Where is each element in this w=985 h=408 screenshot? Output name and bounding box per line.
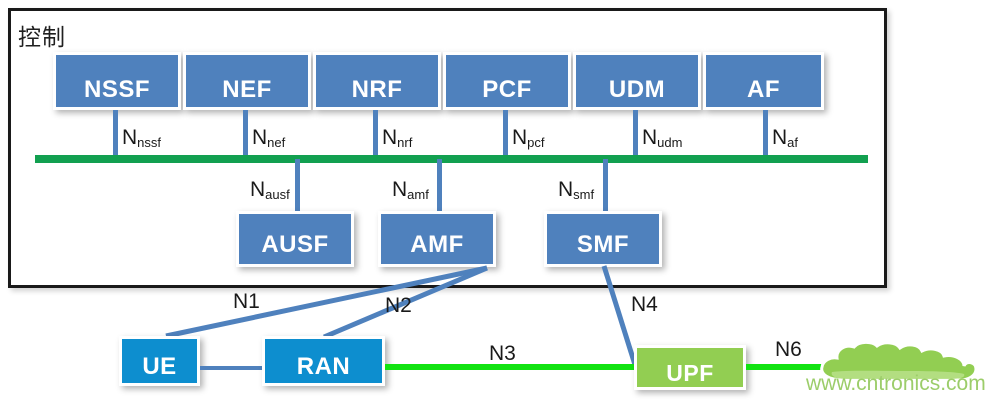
nf-label-pcf: PCF bbox=[482, 76, 532, 103]
nf-box-ausf[interactable]: AUSF bbox=[236, 211, 354, 267]
nf-label-amf: AMF bbox=[410, 231, 464, 258]
link-line-ue-ran bbox=[200, 366, 262, 370]
interface-sub-nnef: nef bbox=[267, 135, 286, 150]
interface-label-nsmf: Nsmf bbox=[558, 178, 594, 202]
stem-npcf bbox=[503, 110, 508, 159]
nf-label-smf: SMF bbox=[576, 231, 630, 258]
nf-box-pcf[interactable]: PCF bbox=[443, 52, 571, 110]
interface-label-nnef: Nnef bbox=[252, 126, 285, 150]
service-based-interface-bus bbox=[35, 155, 868, 163]
nf-label-nssf: NSSF bbox=[83, 76, 150, 103]
interface-label-nnssf: Nnssf bbox=[122, 126, 161, 150]
cloud-shape bbox=[820, 340, 978, 382]
interface-prefix-nausf: N bbox=[250, 178, 266, 201]
nf-box-upf[interactable]: UPF bbox=[634, 345, 746, 390]
interface-sub-naf: af bbox=[787, 135, 799, 150]
nf-box-nrf[interactable]: NRF bbox=[313, 52, 441, 110]
nf-box-nef[interactable]: NEF bbox=[183, 52, 311, 110]
interface-sub-nudm: udm bbox=[657, 135, 683, 150]
link-label-n4: N4 bbox=[631, 293, 658, 316]
link-line-n3 bbox=[385, 364, 635, 370]
interface-sub-nnrf: nrf bbox=[397, 135, 413, 150]
interface-prefix-npcf: N bbox=[512, 126, 528, 149]
nf-box-smf[interactable]: SMF bbox=[544, 211, 662, 267]
nf-label-nrf: NRF bbox=[351, 76, 403, 103]
data-network-cloud bbox=[820, 340, 978, 382]
nf-box-amf[interactable]: AMF bbox=[378, 211, 496, 267]
interface-label-nausf: Nausf bbox=[250, 178, 290, 202]
stem-namf bbox=[437, 159, 442, 213]
stem-nnssf bbox=[113, 110, 118, 159]
stem-nsmf bbox=[603, 159, 608, 213]
interface-prefix-naf: N bbox=[772, 126, 788, 149]
interface-label-nnrf: Nnrf bbox=[382, 126, 412, 150]
stem-nnrf bbox=[373, 110, 378, 159]
interface-sub-nnssf: nssf bbox=[137, 135, 162, 150]
stem-nnef bbox=[243, 110, 248, 159]
interface-sub-nausf: ausf bbox=[265, 187, 290, 202]
nf-label-upf: UPF bbox=[666, 360, 714, 386]
nf-label-nef: NEF bbox=[222, 76, 272, 103]
link-label-n1: N1 bbox=[233, 290, 260, 313]
control-plane-title: 控制 bbox=[18, 25, 66, 51]
interface-prefix-nnssf: N bbox=[122, 126, 138, 149]
link-label-n3: N3 bbox=[489, 342, 516, 365]
site-watermark: www.cntronics.com bbox=[806, 372, 985, 395]
interface-sub-nsmf: smf bbox=[573, 187, 595, 202]
nf-box-ran[interactable]: RAN bbox=[262, 336, 385, 386]
interface-label-nudm: Nudm bbox=[642, 126, 682, 150]
nf-box-nssf[interactable]: NSSF bbox=[53, 52, 181, 110]
link-label-n6: N6 bbox=[775, 338, 802, 361]
nf-label-ue: UE bbox=[142, 353, 177, 380]
interface-label-npcf: Npcf bbox=[512, 126, 545, 150]
nf-label-af: AF bbox=[747, 76, 780, 103]
nf-label-udm: UDM bbox=[608, 76, 666, 103]
link-label-n2: N2 bbox=[385, 294, 412, 317]
interface-prefix-nudm: N bbox=[642, 126, 658, 149]
interface-label-namf: Namf bbox=[392, 178, 429, 202]
interface-sub-namf: amf bbox=[407, 187, 429, 202]
interface-label-naf: Naf bbox=[772, 126, 798, 150]
nf-label-ran: RAN bbox=[296, 353, 351, 380]
interface-prefix-nnrf: N bbox=[382, 126, 398, 149]
interface-prefix-nnef: N bbox=[252, 126, 268, 149]
interface-sub-npcf: pcf bbox=[527, 135, 545, 150]
interface-prefix-namf: N bbox=[392, 178, 408, 201]
stem-nausf bbox=[295, 159, 300, 213]
nf-label-ausf: AUSF bbox=[261, 231, 329, 258]
cloud-shadow-band bbox=[831, 370, 965, 379]
link-line-n6 bbox=[746, 364, 832, 370]
nf-box-ue[interactable]: UE bbox=[119, 336, 200, 386]
stem-naf bbox=[763, 110, 768, 159]
interface-prefix-nsmf: N bbox=[558, 178, 574, 201]
nf-box-af[interactable]: AF bbox=[703, 52, 824, 110]
stem-nudm bbox=[633, 110, 638, 159]
nf-box-udm[interactable]: UDM bbox=[573, 52, 701, 110]
